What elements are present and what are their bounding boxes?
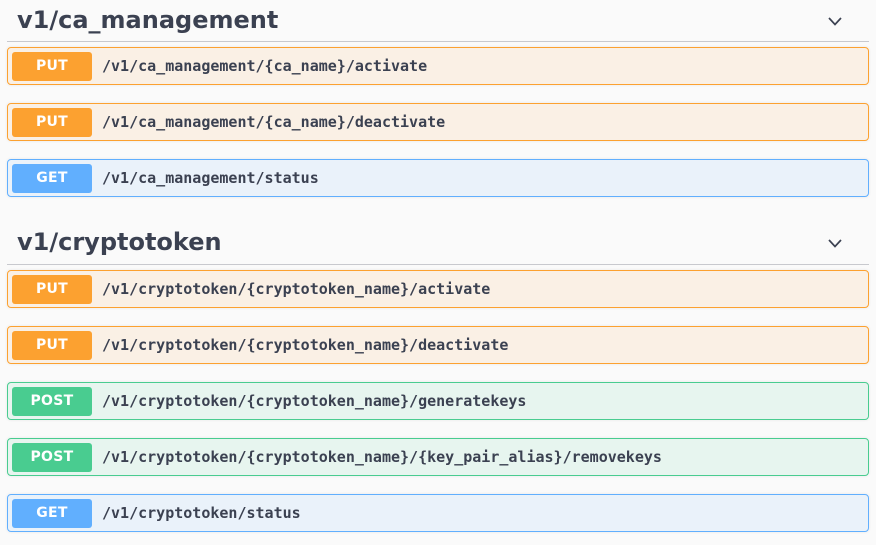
tag-header[interactable]: v1/ca_management [7, 0, 869, 42]
operation-path: /v1/ca_management/status [102, 169, 319, 187]
tag-title: v1/cryptotoken [17, 228, 222, 256]
operation-row[interactable]: PUT/v1/cryptotoken/{cryptotoken_name}/de… [7, 326, 869, 364]
tag-header[interactable]: v1/cryptotoken [7, 215, 869, 265]
operation-row[interactable]: GET/v1/ca_management/status [7, 159, 869, 197]
operation-path: /v1/cryptotoken/status [102, 504, 301, 522]
method-badge: PUT [12, 274, 92, 304]
operation-path: /v1/cryptotoken/{cryptotoken_name}/gener… [102, 392, 527, 410]
method-badge: GET [12, 163, 92, 193]
expand-collapse-button[interactable] [825, 11, 845, 31]
method-badge: PUT [12, 330, 92, 360]
operation-path: /v1/ca_management/{ca_name}/deactivate [102, 113, 446, 131]
operation-row[interactable]: PUT/v1/ca_management/{ca_name}/deactivat… [7, 103, 869, 141]
chevron-down-icon [828, 16, 842, 26]
chevron-down-icon [828, 238, 842, 248]
method-badge: POST [12, 386, 92, 416]
operation-path: /v1/cryptotoken/{cryptotoken_name}/{key_… [102, 448, 662, 466]
operation-row[interactable]: PUT/v1/ca_management/{ca_name}/activate [7, 47, 869, 85]
operation-row[interactable]: POST/v1/cryptotoken/{cryptotoken_name}/g… [7, 382, 869, 420]
operation-row[interactable]: PUT/v1/cryptotoken/{cryptotoken_name}/ac… [7, 270, 869, 308]
method-badge: PUT [12, 51, 92, 81]
operation-row[interactable]: GET/v1/cryptotoken/status [7, 494, 869, 532]
operation-row[interactable]: POST/v1/cryptotoken/{cryptotoken_name}/{… [7, 438, 869, 476]
method-badge: GET [12, 498, 92, 528]
operation-path: /v1/cryptotoken/{cryptotoken_name}/activ… [102, 280, 491, 298]
method-badge: POST [12, 442, 92, 472]
tag-title: v1/ca_management [17, 6, 279, 34]
operation-path: /v1/ca_management/{ca_name}/activate [102, 57, 428, 75]
operation-path: /v1/cryptotoken/{cryptotoken_name}/deact… [102, 336, 509, 354]
expand-collapse-button[interactable] [825, 233, 845, 253]
method-badge: PUT [12, 107, 92, 137]
